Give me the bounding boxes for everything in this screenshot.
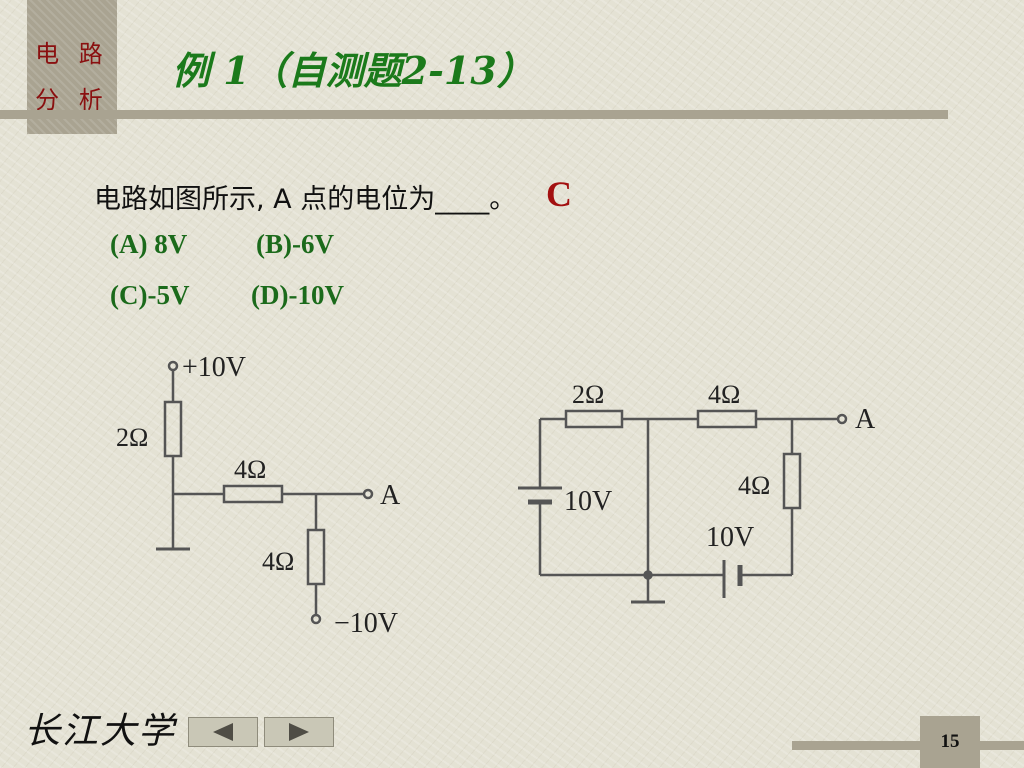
label-v-left: 10V — [564, 486, 612, 517]
option-c: (C)-5V — [110, 280, 190, 310]
resistor-r2-4ohm — [696, 409, 758, 429]
question-text: 电路如图所示, A 点的电位为____。 — [94, 184, 517, 215]
junction-dot — [643, 570, 653, 580]
header-divider — [0, 110, 948, 119]
resistor-2ohm — [163, 400, 183, 458]
label-plus10v: +10V — [182, 352, 246, 383]
course-badge: 电 路 分 析 — [27, 0, 117, 134]
page-number: 15 — [940, 731, 960, 752]
label-r-2ohm: 2Ω — [116, 423, 148, 452]
label-r3: 4Ω — [738, 471, 770, 500]
resistor-r1-2ohm — [564, 409, 624, 429]
slide-title: 例 1（自测题2-13） — [172, 48, 535, 93]
label-node-a-left: A — [380, 480, 401, 511]
footer-divider — [792, 741, 1024, 750]
answer-letter: C — [546, 174, 572, 214]
label-node-a-right: A — [855, 404, 876, 435]
university-logo: 长江大学 — [24, 711, 177, 752]
label-r-4ohm-v: 4Ω — [262, 547, 294, 576]
terminal-minus10v — [310, 613, 322, 625]
label-r1: 2Ω — [572, 380, 604, 409]
label-minus10v: −10V — [334, 608, 398, 639]
option-b: (B)-6V — [256, 229, 334, 259]
terminal-a — [362, 488, 374, 500]
terminal-plus10v — [167, 360, 179, 372]
option-a: (A) 8V — [110, 229, 188, 259]
arrow-left-icon — [213, 723, 233, 741]
prev-slide-button[interactable] — [188, 717, 258, 747]
page-number-box: 15 — [920, 716, 980, 768]
label-v-bottom: 10V — [706, 522, 754, 553]
resistor-4ohm-vertical — [306, 528, 326, 586]
option-d: (D)-10V — [251, 280, 344, 310]
course-label-line2: 分 析 — [35, 86, 109, 114]
course-label-line1: 电 路 — [35, 40, 109, 68]
resistor-4ohm-horizontal — [222, 484, 284, 504]
circuit-right — [518, 409, 848, 604]
next-slide-button[interactable] — [264, 717, 334, 747]
resistor-r3-4ohm — [782, 452, 802, 510]
label-r-4ohm-h: 4Ω — [234, 455, 266, 484]
arrow-right-icon — [289, 723, 309, 741]
terminal-a-right — [836, 413, 848, 425]
label-r2: 4Ω — [708, 380, 740, 409]
circuit-left — [156, 360, 374, 625]
